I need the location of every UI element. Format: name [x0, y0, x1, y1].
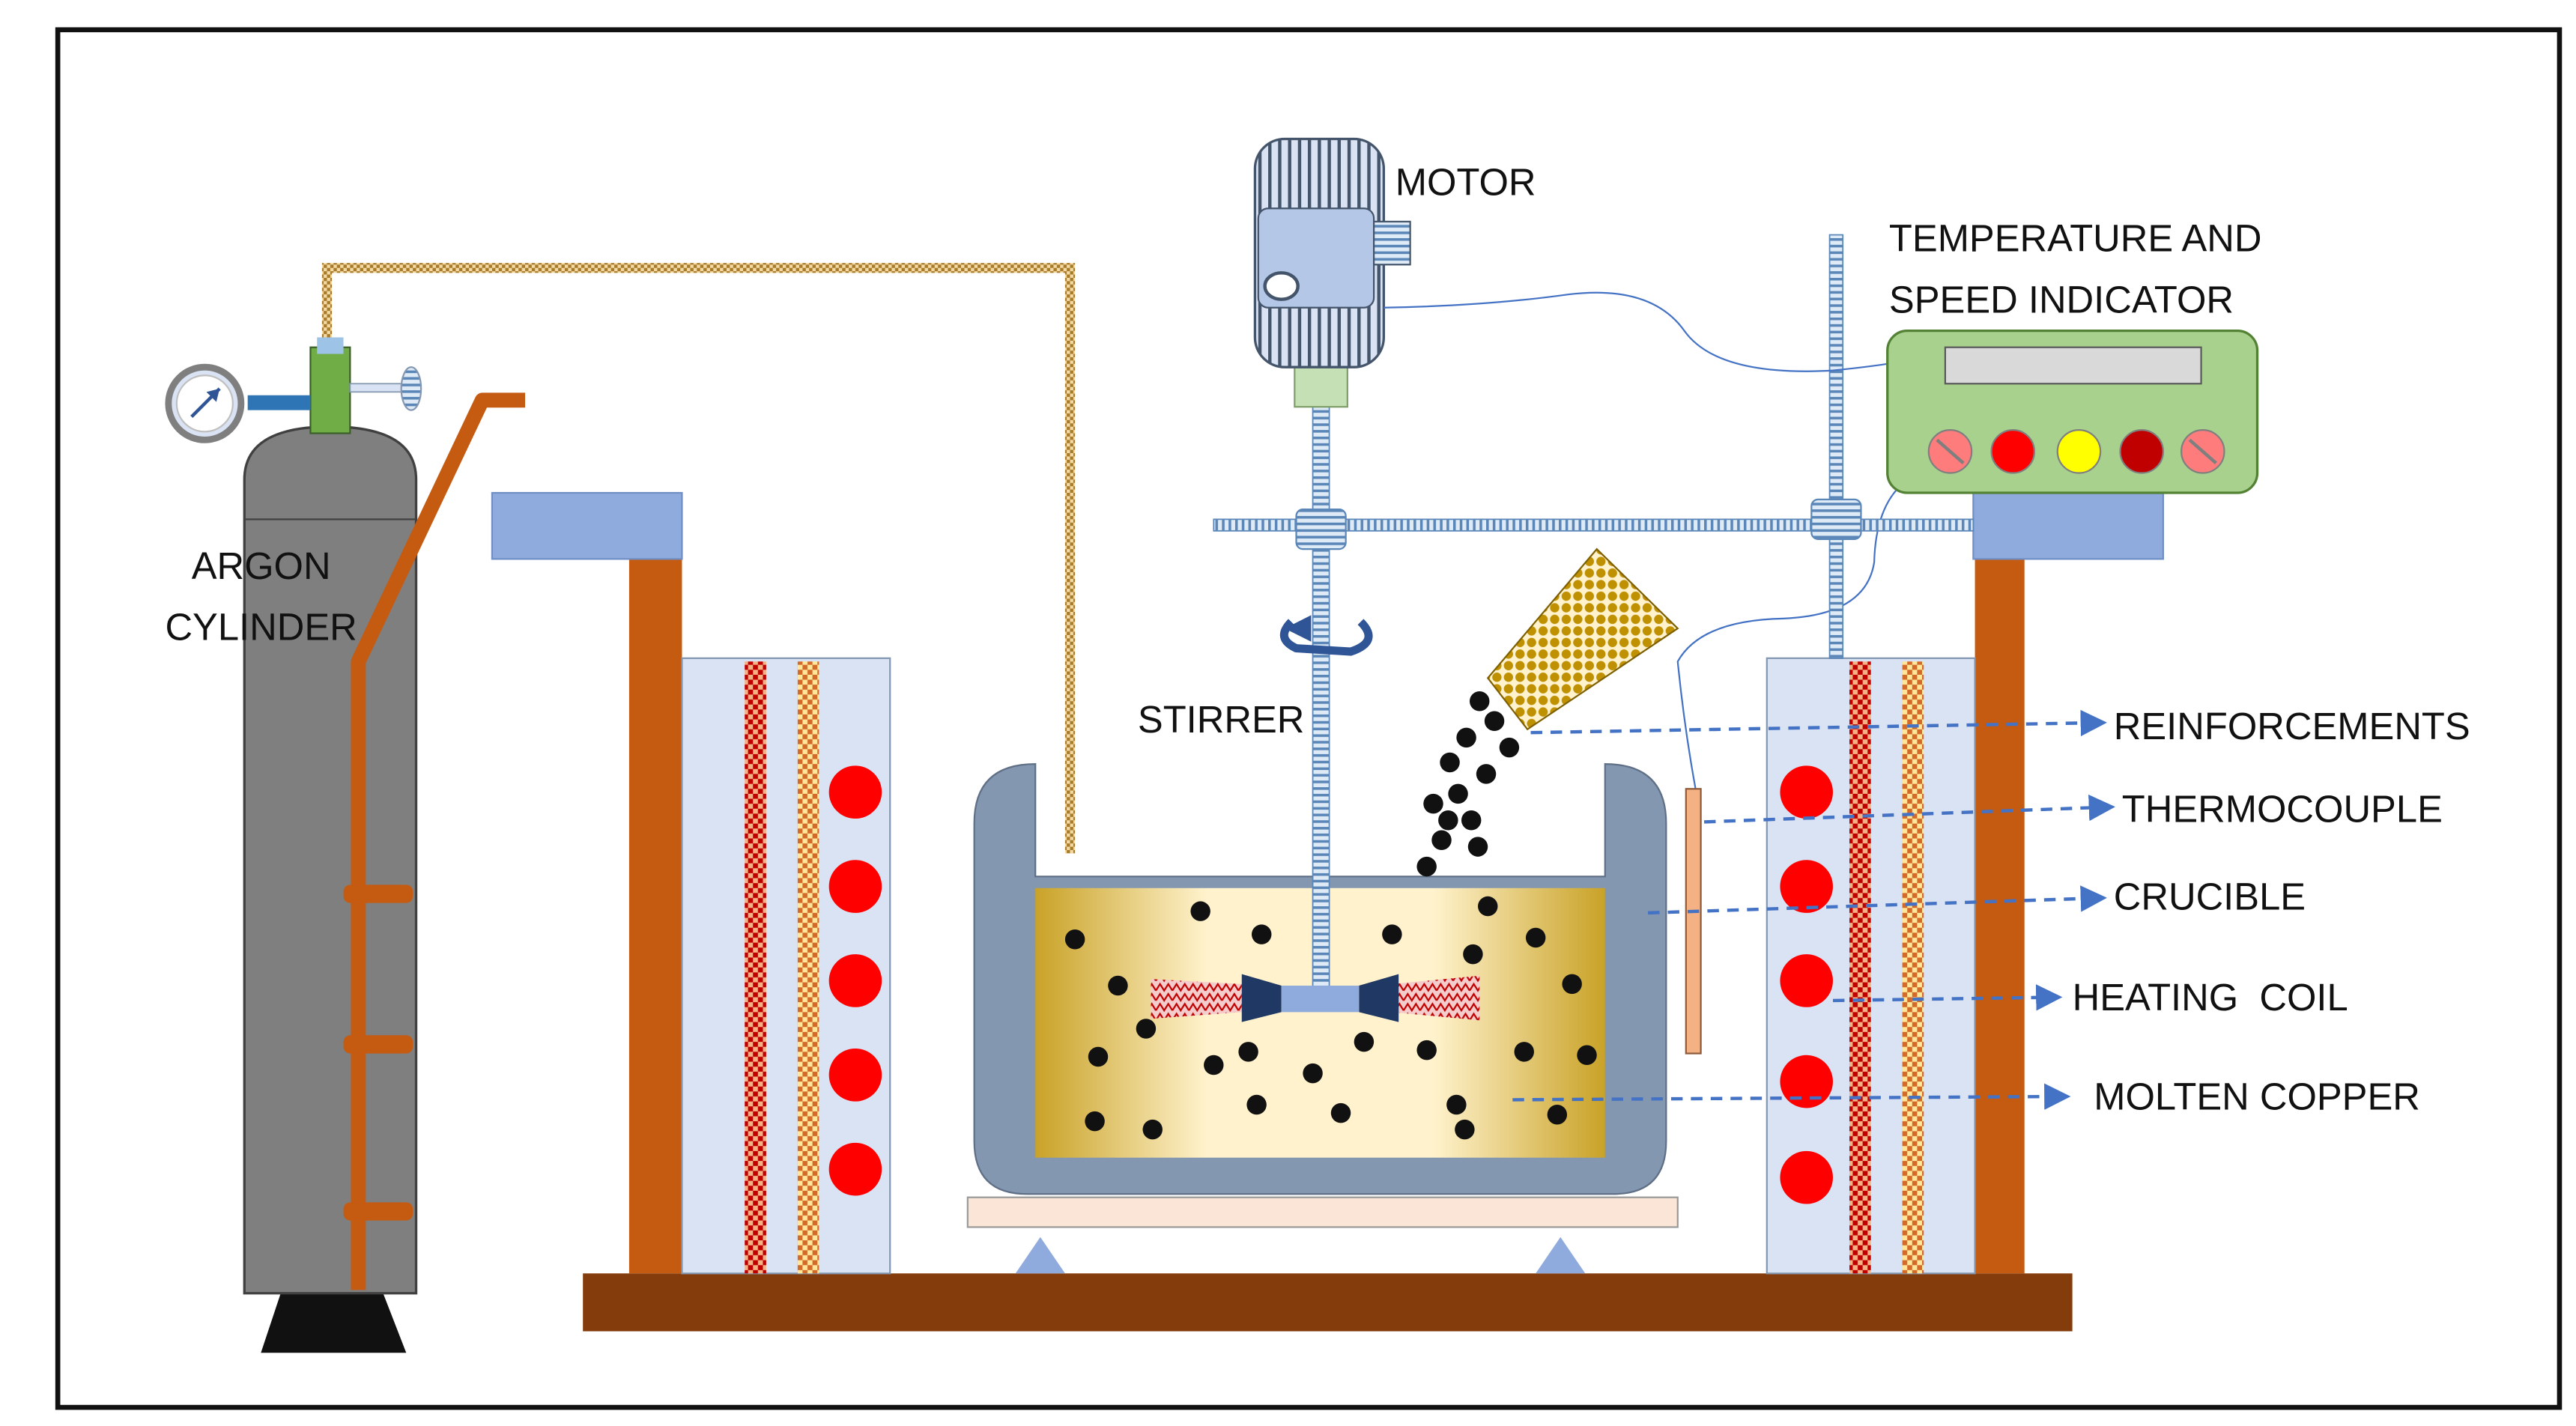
stirrer-label: STIRRER [1138, 698, 1305, 741]
rod-clamp-center [1295, 509, 1347, 550]
heater-element [1780, 1150, 1833, 1204]
crucible-arrow [1648, 885, 2107, 915]
right-furnace-wall [1766, 491, 2164, 1275]
thermocouple-label: THERMOCOUPLE [2122, 787, 2443, 830]
callout-arrows [1512, 709, 2115, 1110]
heater-element [1780, 1055, 1833, 1108]
indicator-label-line2: SPEED INDICATOR [1889, 278, 2234, 321]
heater-element [828, 860, 882, 913]
thermocouple-arrow [1703, 794, 2115, 824]
motor-cable [1384, 291, 1888, 372]
horizontal-support-rod [1213, 518, 1975, 532]
impeller-hub-right [1359, 974, 1399, 1022]
right-coil-strip-2 [1902, 661, 1924, 1274]
molten-copper-arrow [1512, 1083, 2071, 1110]
motor-port [1263, 271, 1300, 301]
crucible-stand [966, 1196, 1679, 1274]
stirrer-shaft [1312, 404, 1330, 989]
motor [1253, 137, 1411, 408]
indicator-button [1990, 429, 2036, 474]
heater-element [828, 765, 882, 819]
motor-coupling [1294, 366, 1348, 408]
rotation-arrow-icon [1279, 615, 1373, 656]
cylinder-valve-cap [317, 337, 344, 354]
left-furnace-wall [491, 491, 891, 1275]
indicator-button [2119, 429, 2164, 474]
argon-gas-hose [321, 263, 1076, 854]
rod-clamp-right [1810, 498, 1862, 540]
indicator-display [1944, 346, 2202, 385]
argon-label-line1: ARGON [192, 544, 331, 587]
impeller-hub [1281, 986, 1360, 1013]
impeller-hub-left [1241, 974, 1282, 1022]
falling-reinforcement-particles [1416, 691, 1520, 877]
reinforcement-hopper [1486, 547, 1679, 731]
impeller-blade-left [1151, 979, 1242, 1019]
right-pillar-cap [1972, 491, 2164, 560]
hopper-body [1486, 547, 1679, 731]
left-coil-strip-2 [797, 661, 819, 1274]
handle-clamp [343, 885, 413, 903]
crucible-label: CRUCIBLE [2114, 875, 2306, 917]
dispersed-particles [1064, 896, 1597, 1140]
stand-foot-left [1015, 1237, 1065, 1274]
heater-element [828, 1142, 882, 1196]
indicator-button [2056, 429, 2102, 474]
cylinder-base [261, 1293, 407, 1353]
thermocouple-wire [1676, 473, 1916, 791]
cylinder-valve [309, 346, 351, 434]
reinforcements-label: REINFORCEMENTS [2114, 705, 2470, 747]
indicator-button-slot [2188, 438, 2217, 464]
pressure-gauge-icon [165, 363, 245, 443]
handle-clamp [343, 1202, 413, 1221]
left-coil-strip-1 [745, 661, 766, 1274]
left-pillar [628, 555, 682, 1274]
argon-cylinder [243, 337, 422, 1353]
heating-coil-arrow [1832, 984, 2063, 1011]
heater-element [1780, 954, 1833, 1007]
valve-stem [349, 383, 407, 393]
heater-element [828, 1048, 882, 1102]
stirrer-impeller [1151, 974, 1480, 1022]
cylinder-handle [351, 392, 526, 1290]
base-plate [583, 1273, 2073, 1332]
reinforcements-arrow [1530, 709, 2107, 737]
temperature-speed-indicator [1886, 329, 2259, 494]
motor-fan-fins [1373, 220, 1411, 266]
heater-element [1780, 765, 1833, 819]
right-pillar [1975, 555, 2025, 1274]
vertical-support-rod [1828, 234, 1844, 659]
heater-element [1780, 860, 1833, 913]
impeller-blade-right [1392, 975, 1480, 1021]
molten-copper-label: MOLTEN COPPER [2094, 1075, 2420, 1118]
valve-knob [400, 366, 422, 411]
indicator-label-line1: TEMPERATURE AND [1889, 217, 2262, 260]
heating-coil-label: HEATING COIL [2073, 976, 2348, 1019]
argon-label-line2: CYLINDER [165, 606, 357, 649]
stand-plate [966, 1196, 1679, 1228]
gauge-connector [247, 395, 311, 410]
handle-clamp [343, 1035, 413, 1054]
right-coil-strip-1 [1849, 661, 1871, 1274]
motor-label: MOTOR [1395, 161, 1536, 204]
thermocouple-probe [1685, 788, 1702, 1055]
left-pillar-cap [491, 491, 683, 560]
heater-element [828, 954, 882, 1007]
indicator-button-slot [1936, 438, 1965, 464]
stand-foot-right [1536, 1237, 1586, 1274]
